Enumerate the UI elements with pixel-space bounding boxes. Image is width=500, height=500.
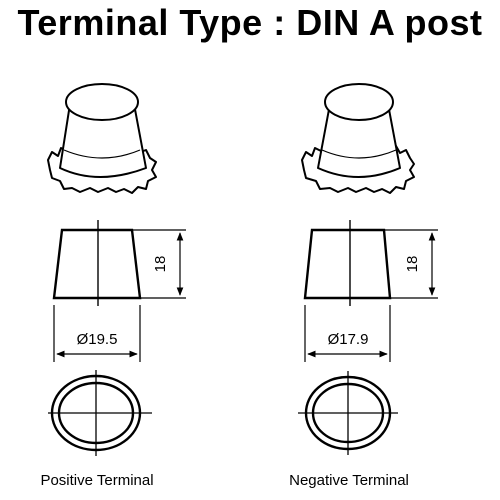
- positive-post-3d-view: [47, 83, 157, 194]
- negative-side-profile: [303, 220, 438, 362]
- positive-height-dimension: 18: [152, 256, 169, 273]
- positive-diameter-dimension: Ø19.5: [77, 331, 118, 348]
- negative-post-3d-view: [301, 83, 415, 194]
- negative-terminal-drawings: 18 Ø17.9 Negative Terminal: [289, 83, 438, 489]
- negative-top-view: [298, 371, 398, 455]
- positive-top-view: [48, 370, 152, 456]
- negative-diameter-dimension: Ø17.9: [328, 331, 369, 348]
- positive-terminal-drawings: 18 Ø19.5 Positive Terminal: [40, 83, 186, 489]
- diagram-title: Terminal Type : DIN A post: [17, 2, 483, 43]
- negative-height-dimension: 18: [404, 256, 421, 273]
- positive-terminal-label: Positive Terminal: [40, 472, 153, 489]
- negative-terminal-label: Negative Terminal: [289, 472, 409, 489]
- positive-side-profile: [52, 220, 186, 362]
